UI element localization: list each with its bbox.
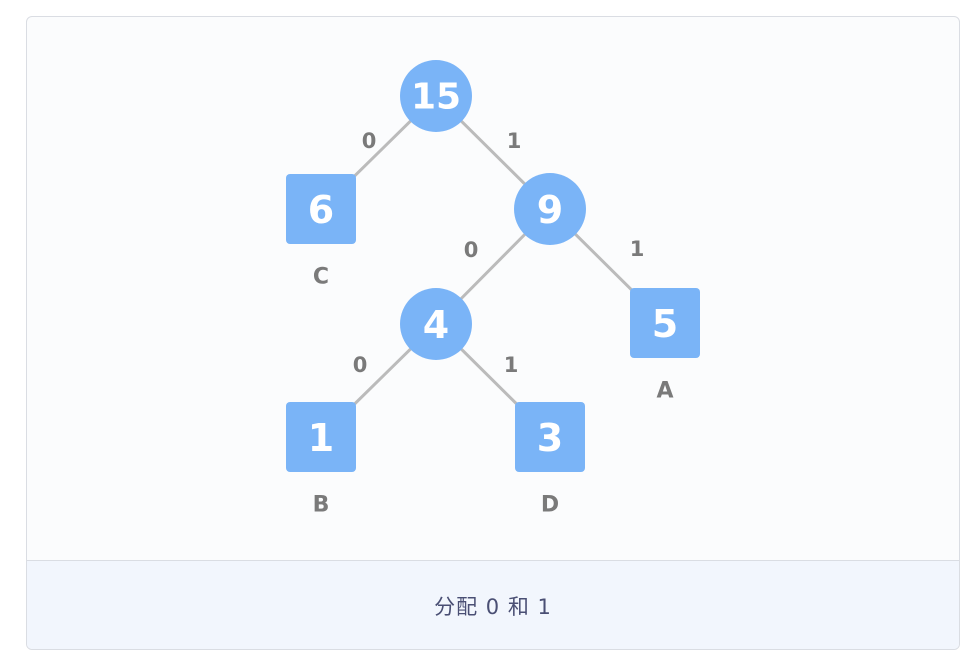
tree-leaf-node: 5 [630,288,700,358]
edge-bit-label: 0 [353,353,368,377]
node-square [515,402,585,472]
tree-leaf-node: 1 [286,402,356,472]
edge-bit-label: 1 [630,237,645,261]
node-value: 4 [423,303,449,347]
node-value: 3 [537,416,563,460]
node-circle [514,173,586,245]
node-value: 15 [411,77,461,118]
tree-leaf-node: 3 [515,402,585,472]
leaf-symbol-label: B [313,493,330,518]
node-value: 9 [537,188,563,232]
caption-text: 分配 0 和 1 [434,594,552,619]
node-value: 6 [308,188,334,232]
tree-internal-node: 4 [400,288,472,360]
node-circle [400,60,472,132]
edge-bit-label: 1 [507,129,522,153]
node-value: 5 [652,302,678,346]
leaf-symbol-label: D [541,493,559,518]
tree-internal-node: 15 [400,60,472,132]
edge-bit-label: 1 [504,353,519,377]
tree-leaf-node: 6 [286,174,356,244]
node-value: 1 [308,416,334,460]
leaf-symbol-label: C [313,265,329,290]
node-circle [400,288,472,360]
node-square [630,288,700,358]
leaf-symbol-label: A [656,379,673,404]
tree-canvas: 0 1 0 1 0 1 15 6C 9 4 5A 1B 3D [286,60,700,518]
edge-bit-label: 0 [464,238,479,262]
node-square [286,174,356,244]
node-square [286,402,356,472]
tree-internal-node: 9 [514,173,586,245]
caption-bar: 分配 0 和 1 [27,560,959,649]
edge-bit-label: 0 [362,129,377,153]
